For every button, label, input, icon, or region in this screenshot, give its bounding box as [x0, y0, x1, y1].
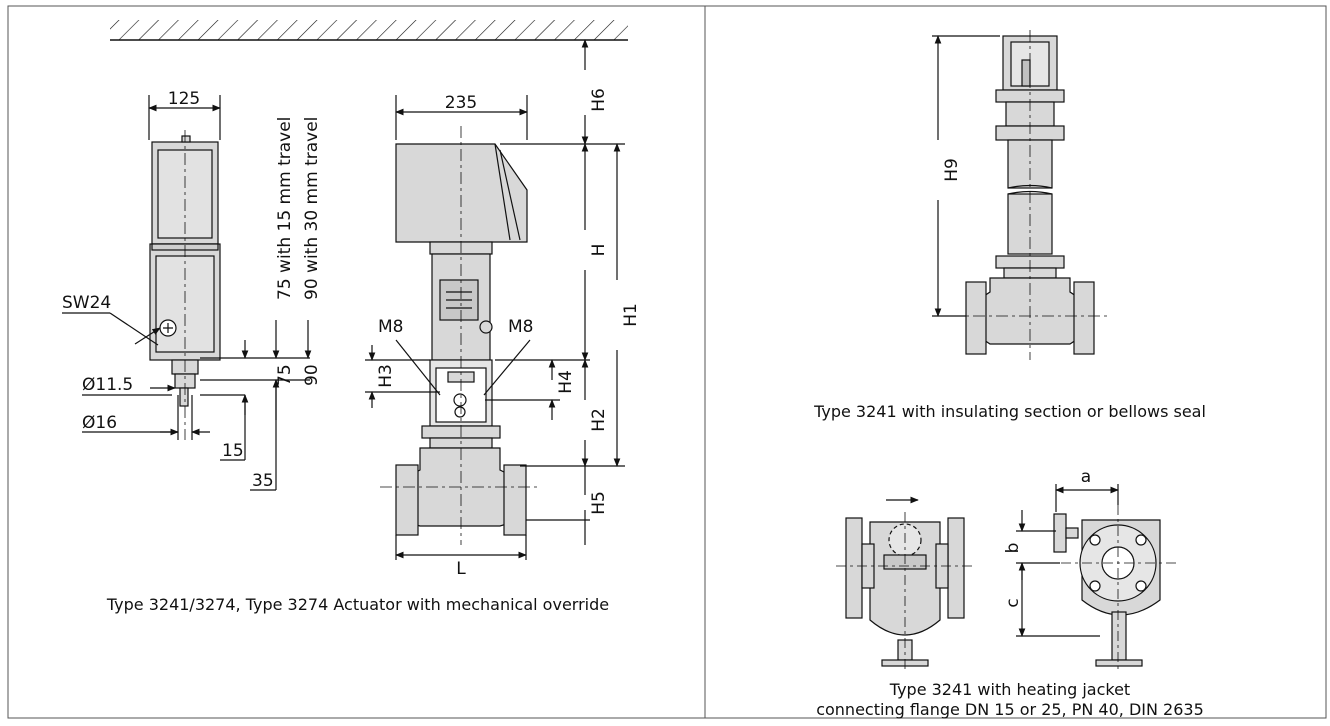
- a-label: a: [1081, 467, 1091, 487]
- width-125-label: 125: [168, 89, 200, 109]
- dim-15-label: 15: [222, 441, 244, 461]
- L-label: L: [456, 559, 466, 579]
- m8-left-label: M8: [378, 317, 403, 337]
- sw24-label: SW24: [62, 293, 111, 313]
- heating-jacket-front-view: [836, 496, 976, 672]
- outer-border: [7, 5, 1327, 719]
- H2-label: H2: [589, 408, 609, 432]
- H9-label: H9: [942, 158, 962, 182]
- side-view-labels: 125 SW24 Ø11.5 Ø16 15 35 75 90 75 with 1…: [62, 89, 322, 491]
- diameter-16-label: Ø16: [82, 413, 117, 433]
- dim-90-label: 90: [302, 364, 322, 386]
- heating-jacket-caption-line2: connecting flange DN 15 or 25, PN 40, DI…: [816, 700, 1204, 719]
- heating-jacket-labels: a b c: [1003, 467, 1091, 608]
- H1-label: H1: [621, 303, 641, 327]
- H5-label: H5: [589, 491, 609, 515]
- bellows-seal-caption: Type 3241 with insulating section or bel…: [814, 402, 1206, 421]
- b-label: b: [1003, 543, 1023, 554]
- valve-front-view: [365, 39, 625, 560]
- H6-label: H6: [589, 88, 609, 112]
- H3-label: H3: [376, 364, 396, 388]
- dim-35-label: 35: [252, 471, 274, 491]
- H-label: H: [589, 244, 609, 257]
- heating-jacket-caption-line1: Type 3241 with heating jacket: [889, 680, 1131, 699]
- heating-jacket-side-view: [1016, 484, 1180, 672]
- actuator-side-view: [62, 95, 312, 491]
- travel-note-90: 90 with 30 mm travel: [302, 117, 322, 300]
- c-label: c: [1003, 598, 1023, 607]
- dim-75-label: 75: [275, 364, 295, 386]
- width-235-label: 235: [445, 93, 477, 113]
- bellows-seal-view: [932, 30, 1110, 360]
- m8-right-label: M8: [508, 317, 533, 337]
- diameter-11-5-label: Ø11.5: [82, 375, 133, 395]
- ceiling-hatch: [110, 20, 628, 41]
- travel-note-75: 75 with 15 mm travel: [275, 117, 295, 300]
- H4-label: H4: [556, 370, 576, 394]
- front-view-labels: 235 L M8 M8 H6 H H1 H2 H3 H4 H5: [376, 88, 641, 579]
- left-figure-caption: Type 3241/3274, Type 3274 Actuator with …: [106, 595, 610, 614]
